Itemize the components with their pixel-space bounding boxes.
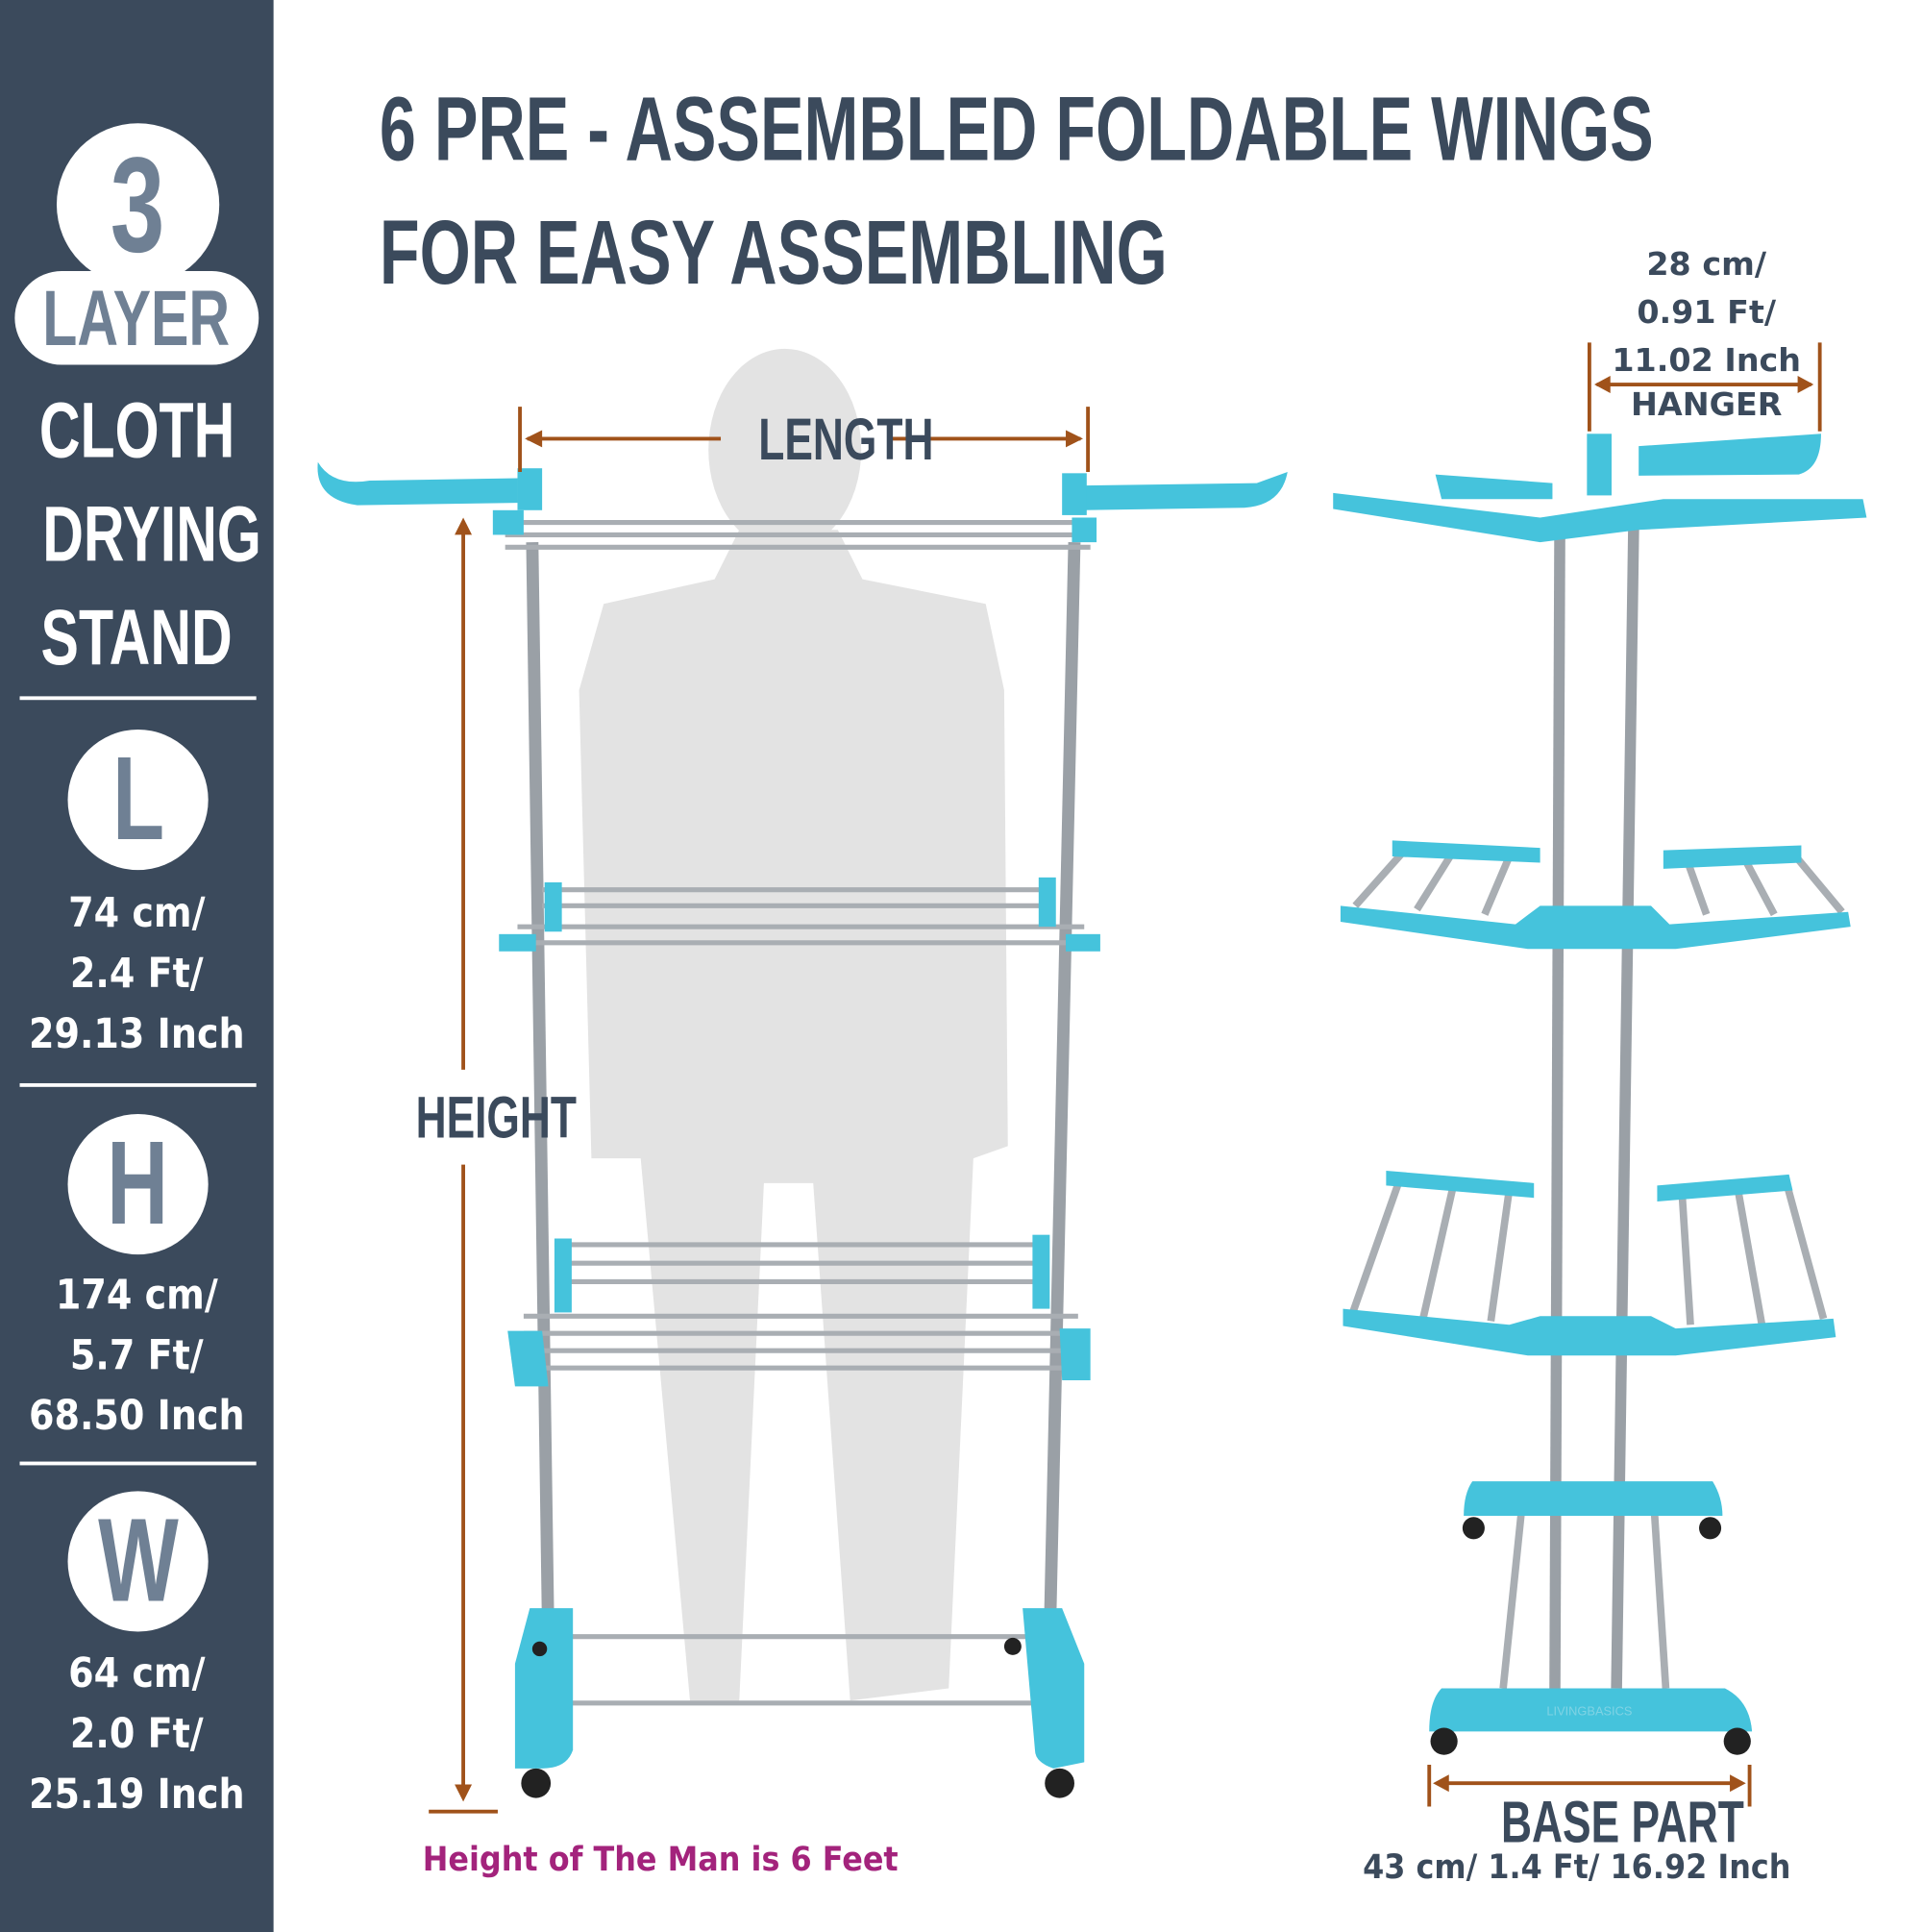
- headline-line-1: 6 PRE - ASSEMBLED FOLDABLE WINGS: [379, 77, 1654, 181]
- height-badge: H: [67, 1114, 209, 1255]
- height-label: HEIGHT: [415, 1085, 577, 1152]
- stand-rods: [505, 520, 1091, 1706]
- stand-plastic-parts: [317, 461, 1288, 1769]
- length-badge: L: [67, 730, 209, 871]
- divider: [19, 1082, 257, 1087]
- base-part-label: BASE PART: [1501, 1790, 1744, 1856]
- layer-label-pill: LAYER: [14, 271, 259, 365]
- length-label: LENGTH: [758, 408, 934, 474]
- side-view-wheels: [1430, 1517, 1751, 1755]
- base-part-measurement: 43 cm/ 1.4 Ft/ 16.92 Inch: [1363, 1848, 1791, 1887]
- sidebar: 3 LAYER CLOTH DRYING STAND L 74 cm/2.4 F…: [0, 0, 274, 1932]
- divider: [19, 696, 257, 701]
- product-name-line: DRYING: [42, 488, 261, 579]
- side-view-plastic-parts: [1333, 433, 1867, 1732]
- height-measurement: 174 cm/5.7 Ft/68.50 Inch: [28, 1270, 245, 1440]
- side-view-rods: [1349, 848, 1845, 1689]
- length-measurement: 74 cm/2.4 Ft/29.13 Inch: [28, 888, 245, 1058]
- product-name-line: STAND: [40, 592, 233, 682]
- divider: [19, 1461, 257, 1466]
- product-name-line: CLOTH: [38, 385, 235, 475]
- wheels: [521, 1637, 1074, 1798]
- man-silhouette: [579, 348, 1008, 1701]
- brand-mark: LIVINGBASICS: [1546, 1704, 1632, 1719]
- hanger-label: HANGER: [1630, 386, 1783, 425]
- headline-line-2: FOR EASY ASSEMBLING: [379, 200, 1168, 304]
- dimension-arrows: [429, 342, 1822, 1814]
- stand-frame: [526, 541, 1081, 1640]
- width-measurement: 64 cm/2.0 Ft/25.19 Inch: [28, 1648, 245, 1819]
- hanger-measurement: 28 cm/0.91 Ft/11.02 Inch: [1612, 246, 1802, 380]
- layer-number-badge: 3: [56, 123, 220, 286]
- man-height-note: Height of The Man is 6 Feet: [422, 1841, 899, 1880]
- width-badge: W: [67, 1491, 209, 1632]
